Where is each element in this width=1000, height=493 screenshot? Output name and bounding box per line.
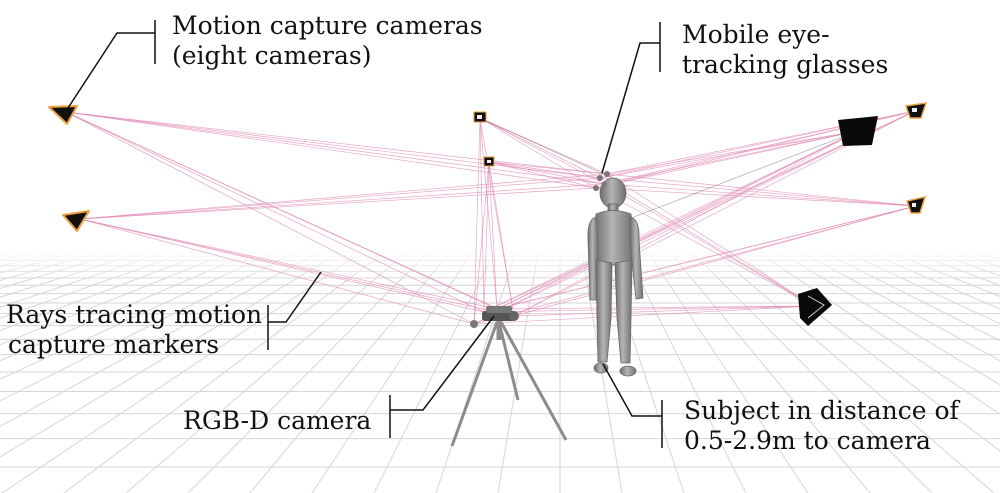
marker-ray [65,111,485,313]
marker-ray [79,173,608,220]
marker-ray [65,111,475,325]
marker-ray [496,130,859,310]
marker-ray [79,183,605,220]
marker-ray [79,218,475,325]
marker-ray [483,130,859,313]
mocap-camera-far-right-upper [905,102,928,119]
marker-ray [479,117,601,179]
mocap-camera-right-lower [798,288,832,326]
label-eye-tracking-glasses: Mobile eye- tracking glasses [682,20,888,80]
marker-ray [606,130,859,175]
marker-ray [496,305,815,310]
marker-ray [65,111,498,310]
marker-ray [488,161,608,175]
marker-ray [65,111,597,189]
rgbd-camera [470,306,519,328]
marker-ray [603,183,815,307]
marker-ray [79,187,597,220]
marker-ray [473,205,917,325]
marker-ray [65,111,605,185]
label-eye-tracking-line2: tracking glasses [682,50,889,79]
marker-ray [479,117,597,189]
marker-ray [488,161,498,310]
marker-ray [595,130,859,189]
marker-ray [479,117,485,313]
marker-ray [606,173,917,207]
marker-ray [479,117,498,310]
label-rays-line2: capture markers [8,330,220,359]
label-subject-distance: Subject in distance of 0.5-2.9m to camer… [684,396,959,456]
marker-ray [483,305,815,313]
label-rays: Rays tracing motion capture markers [6,300,262,360]
marker-ray [473,117,481,325]
label-subject-line2: 0.5-2.9m to camera [684,426,931,455]
marker-ray [479,117,605,185]
marker-ray [513,305,815,317]
label-rays-line1: Rays tracing motion [6,300,263,329]
label-subject-line1: Subject in distance of [684,396,959,425]
mocap-camera-center-mid [483,156,495,167]
marker-ray [595,187,917,207]
marker-ray [603,183,917,207]
marker-ray [599,177,917,207]
label-mocap-cameras-line1: Motion capture cameras [172,11,483,40]
marker-ray [479,117,613,179]
marker-ray [606,173,815,307]
marker-ray [79,218,485,313]
tripod [450,318,568,447]
marker-ray [473,305,815,325]
marker-ray [79,218,498,310]
eye-tracking-markers [593,171,610,191]
mocap-camera-left-lower [62,210,90,232]
mocap-camera-left-upper [48,105,78,125]
label-rgbd-line1: RGB-D camera [183,406,372,435]
mocap-camera-right-large [838,116,878,146]
marker-ray [488,161,605,185]
marker-ray [488,161,515,317]
marker-ray [599,177,815,307]
label-eye-tracking-line1: Mobile eye- [682,20,830,49]
marker-ray [79,177,601,220]
marker-ray [473,161,490,325]
label-rgbd-camera: RGB-D camera [183,406,371,436]
marker-ray [488,161,601,179]
marker-ray [599,130,859,231]
marker-ray [603,130,859,185]
marker-ray [79,218,515,317]
marker-ray [483,161,490,313]
mocap-camera-far-right-lower [906,195,927,214]
marker-ray [513,205,917,317]
marker-ray [65,111,608,175]
marker-ray [513,130,859,317]
label-mocap-cameras-line2: (eight cameras) [172,41,372,70]
marker-ray [496,205,917,310]
mocap-camera-center-top [473,111,487,123]
marker-ray [473,110,916,325]
label-mocap-cameras: Motion capture cameras (eight cameras) [172,11,483,71]
marker-ray [488,161,597,189]
leader-lines [67,20,663,448]
subject-mannequin [587,177,644,377]
marker-ray [595,187,815,307]
